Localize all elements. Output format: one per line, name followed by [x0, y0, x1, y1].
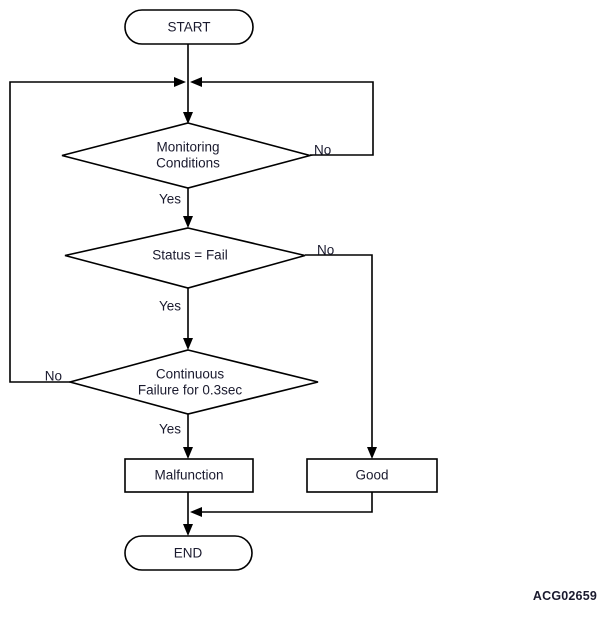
edge-d2-yes-to-d3 [183, 288, 193, 350]
malfunction-box-shape [124, 458, 254, 493]
start-label: START [167, 20, 210, 35]
malfunction-label: Malfunction [154, 468, 223, 483]
arrowhead-merge-left [190, 507, 202, 517]
decision-2-label-line1: Status = Fail [152, 248, 227, 263]
edge-d1-no-loopback [190, 77, 374, 156]
edge-good-to-merge [190, 492, 373, 517]
arrowhead-into-d1 [183, 112, 193, 124]
node-malfunction[interactable]: Malfunction [124, 458, 254, 493]
decision-1-shape [61, 122, 314, 189]
node-decision-continuous-failure[interactable]: Continuous Failure for 0.3sec [66, 349, 319, 415]
end-terminator-shape [124, 535, 253, 571]
decision-1-label-line2: Conditions [156, 156, 220, 171]
decision-2-shape [64, 227, 306, 289]
end-label: END [174, 546, 203, 561]
edge-start-to-d1 [183, 44, 193, 124]
good-box-shape [306, 458, 438, 493]
figure-code-label: ACG02659 [532, 589, 597, 603]
edge-d3-yes-to-malfunction [183, 414, 193, 459]
arrowhead-into-d3 [183, 338, 193, 350]
edge-d2-no-to-good [305, 254, 377, 459]
start-terminator-shape [124, 9, 254, 45]
edge-label-d3-yes: Yes [159, 422, 181, 437]
arrowhead-into-end [183, 524, 193, 536]
edge-d3-no-loopback [9, 77, 186, 383]
edge-label-d1-no: No [314, 143, 331, 158]
edge-d1-yes-to-d2 [183, 188, 193, 228]
node-end[interactable]: END [124, 535, 253, 571]
arrowhead-into-good [367, 447, 377, 459]
decision-1-label-line1: Monitoring [156, 140, 219, 155]
arrowhead-d3-no-junction [174, 77, 186, 87]
good-label: Good [355, 468, 388, 483]
node-decision-monitoring-conditions[interactable]: Monitoring Conditions [61, 122, 314, 189]
edge-label-d2-yes: Yes [159, 299, 181, 314]
arrowhead-into-d2 [183, 216, 193, 228]
node-start[interactable]: START [124, 9, 254, 45]
edge-label-d1-yes: Yes [159, 192, 181, 207]
arrowhead-into-malfunction [183, 447, 193, 459]
edge-malfunction-to-end [183, 492, 193, 536]
decision-3-label-line1: Continuous [156, 367, 225, 382]
edge-label-d3-no: No [45, 369, 62, 384]
decision-3-shape [66, 349, 319, 415]
node-decision-status-fail[interactable]: Status = Fail [64, 227, 306, 289]
edge-label-d2-no: No [317, 243, 334, 258]
arrowhead-d1-no-junction [190, 77, 202, 87]
decision-3-label-line2: Failure for 0.3sec [138, 383, 243, 398]
node-good[interactable]: Good [306, 458, 438, 493]
